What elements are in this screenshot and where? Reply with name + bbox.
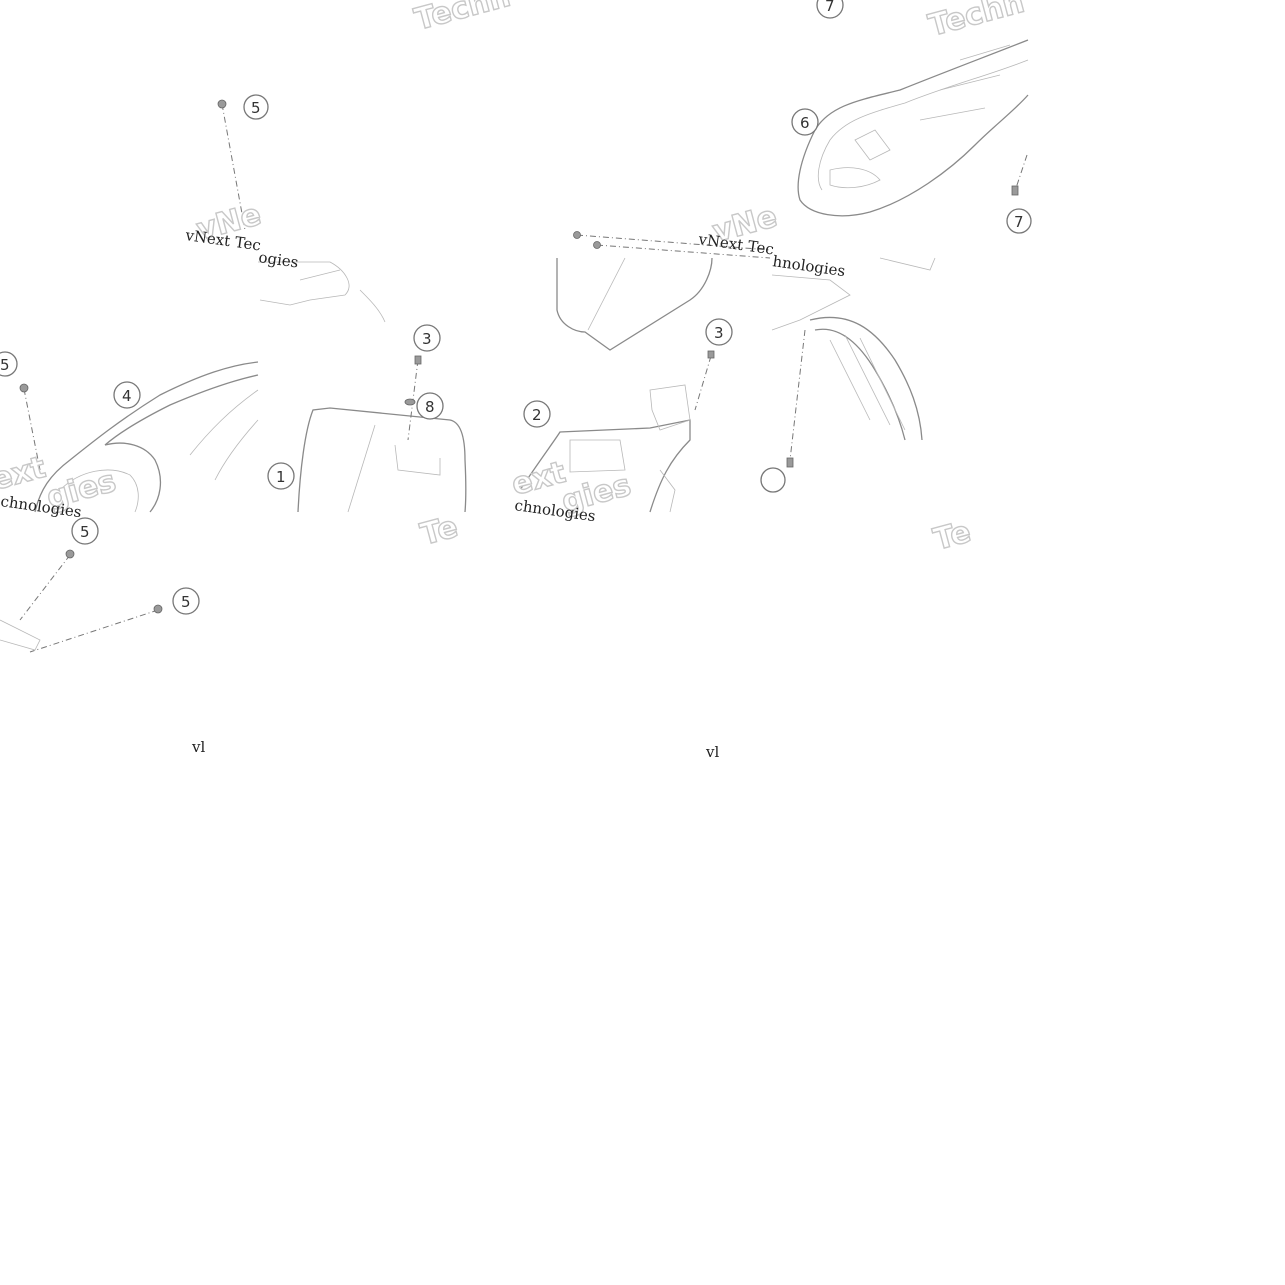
callout-label-2: 2 [532,406,542,424]
watermark-small-3: ogies [257,248,299,271]
callout-4: 4 [113,381,141,409]
watermark-te-2: Te [930,514,975,557]
callout-label-4: 4 [122,387,132,405]
watermark-ext-1: ext [0,450,49,498]
front-fender-part [771,257,936,441]
callout-label-3: 3 [422,330,432,348]
fastener-fender [760,329,806,493]
callout-6: 6 [791,108,819,136]
watermark-techn-2: Techn [925,0,1028,44]
fastener-3-8-stack: 3 8 [404,324,444,441]
fastener-5-mid-left: 5 [0,351,41,471]
watermark-te-1: Te [417,509,462,552]
watermark-small-7: vl [191,738,205,756]
watermark-small-8: vl [705,743,719,761]
callout-label-7a: 7 [825,0,835,15]
callout-label-8: 8 [425,398,435,416]
leader-pair-top-middle [573,231,771,259]
fastener-7-right: 7 [1006,154,1032,234]
callout-label-7b: 7 [1014,213,1024,231]
callout-label-5: 5 [251,99,261,117]
watermarks: Techn Techn vNe vNe ext ext gies gies Te… [0,0,1029,761]
callout-label-5c: 5 [80,523,90,541]
callout-label-5d: 5 [181,593,191,611]
callout-7-top: 7 [816,0,844,19]
callout-label-6: 6 [800,114,810,132]
fastener-5-top-left: 5 [217,94,269,231]
fasteners-5-bottom: 5 5 [0,517,200,653]
top-edge-part [258,261,386,323]
callout-label-3b: 3 [714,324,724,342]
fastener-3-right: 3 [694,318,733,411]
number-plate-part-1 [297,407,467,513]
callout-2: 2 [523,400,551,428]
callout-1: 1 [267,462,295,490]
tile-blank-areas [258,0,513,256]
rear-fender-part-6 [797,39,1029,217]
seat-part-4 [34,361,259,513]
instrument-bracket-part-2 [519,384,691,513]
headlight-mask-part [556,257,713,351]
callout-label-1: 1 [276,468,286,486]
callout-label-5b: 5 [0,356,10,374]
